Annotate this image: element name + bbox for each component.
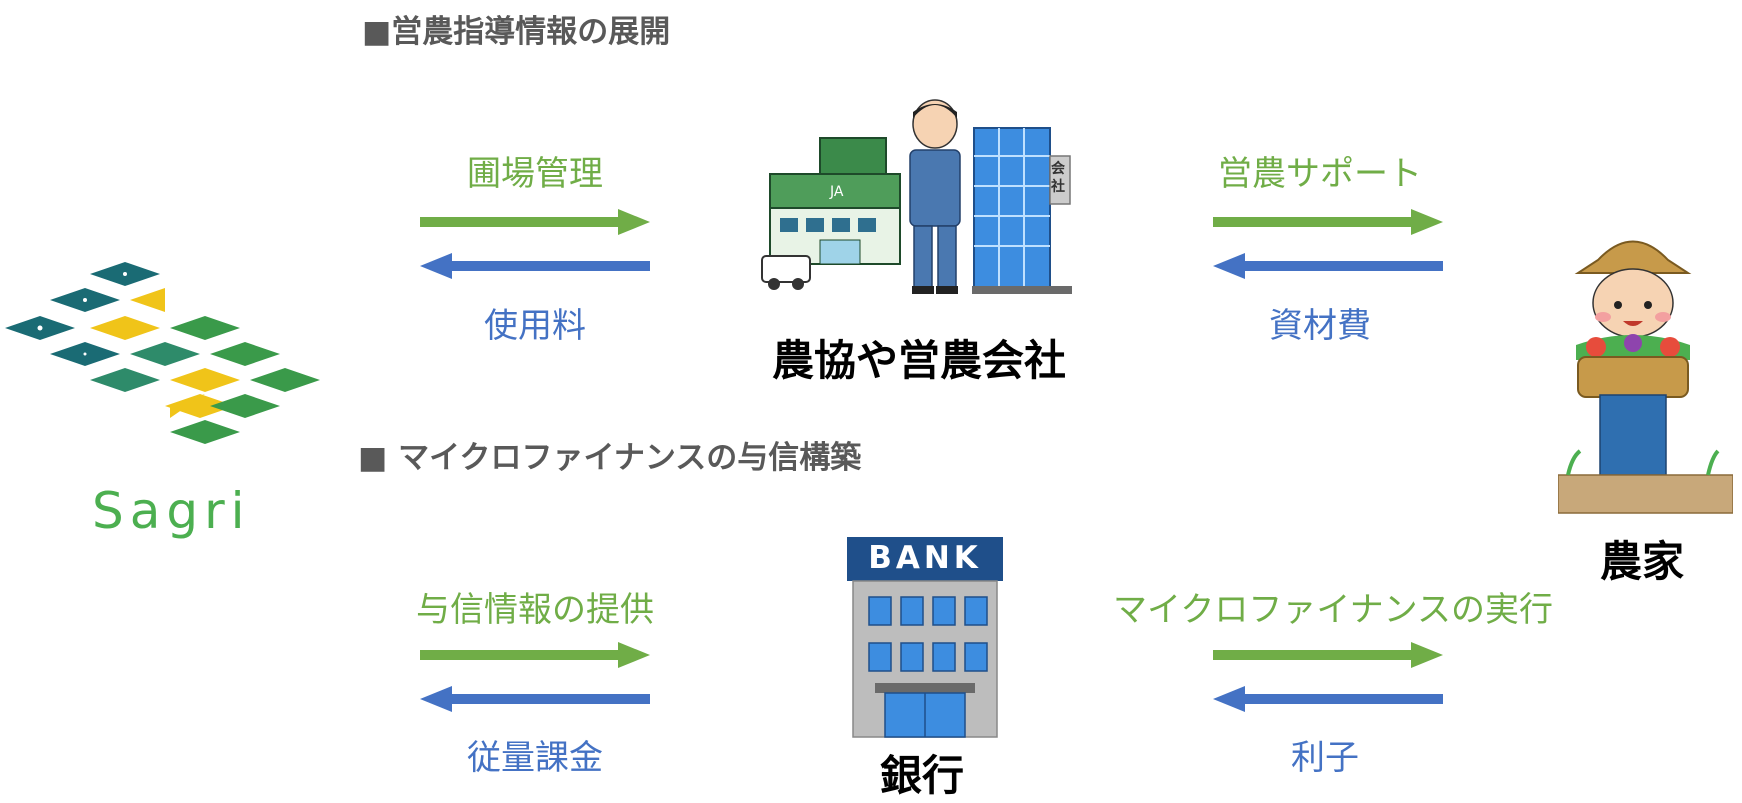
section-title-guidance: ■営農指導情報の展開	[362, 14, 671, 50]
farmer-icon	[1558, 240, 1733, 514]
flow-label-interest: 利子	[1291, 738, 1359, 778]
node-label-bank: 銀行	[880, 751, 965, 800]
sagri-wordmark: Sagri	[92, 482, 251, 540]
flow-label-materials-cost: 資材費	[1269, 306, 1371, 346]
ja-company-illustration: JA 会社	[760, 98, 1072, 298]
arrow-top-right-back	[1213, 253, 1443, 279]
arrow-bottom-left-forward	[420, 642, 650, 668]
arrow-top-left-forward	[420, 209, 650, 235]
bank-building-icon	[847, 537, 1003, 738]
office-building-icon	[972, 127, 1072, 294]
flow-label-credit-info: 与信情報の提供	[416, 590, 654, 630]
company-sign-text: 会社	[1051, 161, 1065, 195]
arrow-top-right-forward	[1213, 209, 1443, 235]
arrow-bottom-right-back	[1213, 686, 1443, 712]
arrow-top-left-back	[420, 253, 650, 279]
flow-label-usage-fee: 使用料	[484, 306, 586, 346]
farmer-illustration	[1558, 225, 1733, 515]
flow-label-field-management: 圃場管理	[467, 154, 603, 194]
node-label-ja-company: 農協や営農会社	[772, 336, 1067, 385]
svg-text:JA: JA	[829, 184, 844, 200]
ja-building-icon: JA	[761, 137, 901, 290]
flow-label-microfinance-execution: マイクロファイナンスの実行	[1113, 590, 1553, 630]
arrow-bottom-left-back	[420, 686, 650, 712]
node-label-farmer: 農家	[1600, 537, 1685, 586]
flow-label-farming-support: 営農サポート	[1218, 154, 1422, 194]
bank-illustration: BANK	[845, 535, 1005, 740]
sagri-logo: Sagri	[0, 250, 340, 550]
person-icon	[909, 99, 961, 294]
bank-sign-text: BANK	[868, 540, 982, 576]
flow-label-usage-billing: 従量課金	[467, 738, 603, 778]
section-title-microfinance: ■ マイクロファイナンスの与信構築	[358, 440, 862, 476]
sagri-logo-icon	[5, 262, 320, 444]
arrow-bottom-right-forward	[1213, 642, 1443, 668]
